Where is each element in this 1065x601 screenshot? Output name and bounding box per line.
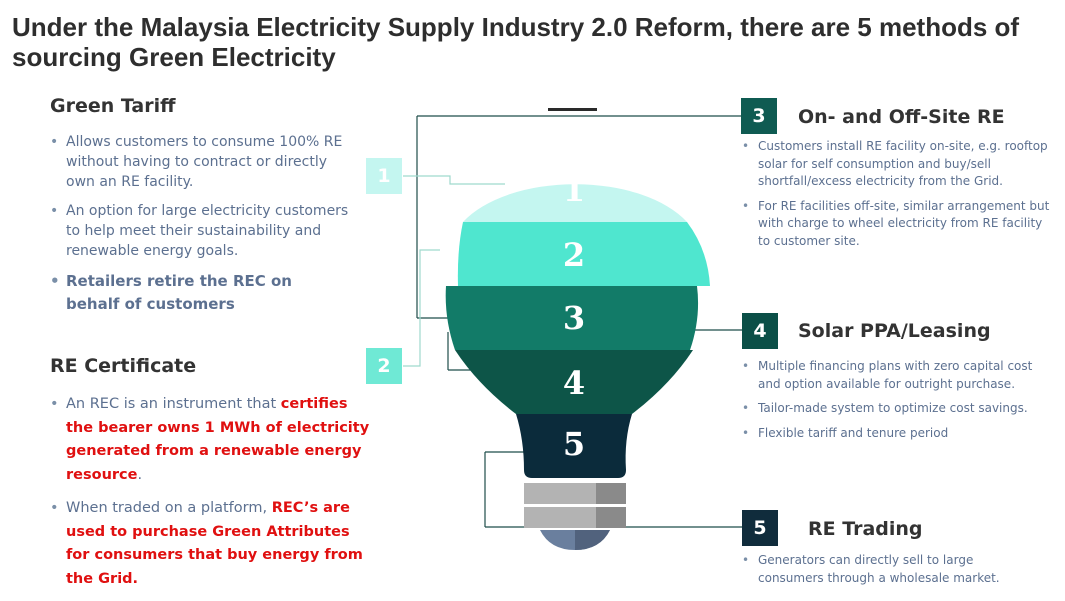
green-tariff-list: Allows customers to consume 100% RE with… (50, 132, 350, 325)
bulb-segment-5 (516, 414, 632, 478)
bulb-base-ring-1-shade (596, 483, 626, 504)
list-item: For RE facilities off-site, similar arra… (742, 198, 1052, 251)
bulb-base-ring-2-shade (596, 507, 626, 528)
green-tariff-highlight: Retailers retire the REC on behalf of cu… (50, 270, 350, 316)
bulb-top-mark (548, 108, 597, 111)
bulb-segment-2 (457, 222, 710, 286)
light-connectors (403, 175, 505, 367)
bulb-tip-shade (575, 530, 610, 550)
rec-bullet2-plain: When traded on a platform, (66, 500, 272, 516)
list-item: When traded on a platform, REC’s are use… (50, 497, 372, 591)
rec-bullet1-end: . (137, 466, 143, 483)
rec-bullet1-highlight: certifies the bearer owns 1 MWh of elect… (66, 396, 370, 483)
bulb-segment-3 (445, 286, 699, 350)
bulb-segment-4 (455, 350, 693, 414)
list-item: Flexible tariff and tenure period (742, 425, 1042, 443)
list-item: Allows customers to consume 100% RE with… (50, 132, 350, 192)
rec-bullet1-plain: An REC is an instrument that (66, 396, 281, 412)
bulb-label-1: 1 (563, 171, 585, 209)
connector-1 (403, 175, 505, 185)
green-tariff-badge: 1 (366, 158, 402, 194)
re-certificate-list: An REC is an instrument that certifies t… (50, 393, 372, 601)
list-item: Customers install RE facility on-site, e… (742, 138, 1052, 191)
re-certificate-heading: RE Certificate (50, 355, 197, 377)
list-item: Tailor-made system to optimize cost savi… (742, 400, 1042, 418)
solar-ppa-list: Multiple financing plans with zero capit… (742, 358, 1042, 449)
re-trading-heading: RE Trading (808, 518, 923, 540)
onoff-site-list: Customers install RE facility on-site, e… (742, 138, 1052, 257)
rec-bullet2-highlight: REC’s are used to purchase Green Attribu… (66, 500, 363, 587)
solar-ppa-heading: Solar PPA/Leasing (798, 320, 991, 342)
re-certificate-badge: 2 (366, 348, 402, 384)
bulb-label-4: 4 (563, 364, 585, 402)
bulb-label-3: 3 (563, 299, 585, 337)
onoff-site-heading: On- and Off-Site RE (798, 106, 1005, 128)
list-item: An option for large electricity customer… (50, 201, 350, 261)
re-trading-number: 5 (742, 510, 778, 546)
bulb-segment-1 (463, 184, 687, 222)
list-item: Multiple financing plans with zero capit… (742, 358, 1042, 393)
connector-2 (403, 249, 440, 367)
re-trading-list: Generators can directly sell to large co… (742, 552, 1042, 594)
list-item: An REC is an instrument that certifies t… (50, 393, 372, 487)
onoff-site-number: 3 (741, 98, 777, 134)
bulb-label-2: 2 (563, 236, 585, 274)
green-tariff-heading: Green Tariff (50, 95, 176, 117)
solar-ppa-number: 4 (742, 313, 778, 349)
list-item: Generators can directly sell to large co… (742, 552, 1042, 587)
page-title: Under the Malaysia Electricity Supply In… (12, 12, 1020, 72)
bulb-label-5: 5 (563, 425, 585, 463)
